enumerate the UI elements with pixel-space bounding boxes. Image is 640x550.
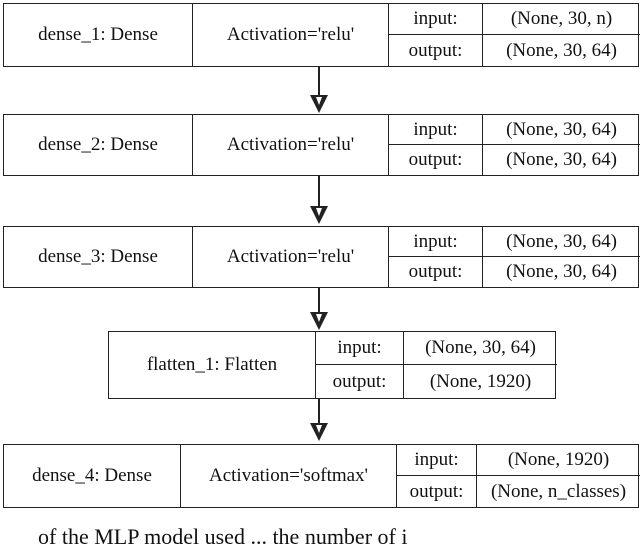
layer-box-dense-1: dense_1: Dense Activation='relu' input: … [3, 3, 640, 67]
output-shape: (None, 30, 64) [482, 35, 640, 66]
input-label: input: [315, 332, 403, 365]
input-label: input: [396, 445, 476, 476]
layer-name: dense_4: Dense [32, 465, 152, 486]
layer-name: dense_2: Dense [38, 134, 158, 155]
caption-fragment: of the MLP model used ... the number of … [38, 524, 408, 549]
layer-box-flatten-1: flatten_1: Flatten input: (None, 30, 64)… [108, 331, 557, 399]
input-label: input: [388, 4, 482, 35]
layer-activation: Activation='relu' [192, 4, 388, 66]
layer-activation: Activation='relu' [192, 115, 388, 175]
input-label: input: [388, 227, 482, 257]
output-label: output: [388, 257, 482, 287]
input-shape: (None, 30, n) [482, 4, 640, 35]
input-label: input: [388, 115, 482, 145]
input-shape: (None, 1920) [476, 445, 640, 476]
layer-box-dense-3: dense_3: Dense Activation='relu' input: … [3, 226, 640, 288]
layer-name: flatten_1: Flatten [146, 354, 278, 375]
output-label: output: [315, 365, 403, 398]
output-label: output: [388, 35, 482, 66]
output-shape: (None, 30, 64) [482, 257, 640, 287]
input-shape: (None, 30, 64) [482, 227, 640, 257]
layer-name: dense_1: Dense [38, 24, 158, 45]
output-shape: (None, 30, 64) [482, 145, 640, 175]
output-label: output: [396, 476, 476, 507]
layer-activation: Activation='relu' [192, 227, 388, 287]
output-label: output: [388, 145, 482, 175]
layer-activation: Activation='softmax' [180, 445, 396, 507]
output-shape: (None, n_classes) [476, 476, 640, 507]
output-shape: (None, 1920) [403, 365, 557, 398]
layer-name: dense_3: Dense [38, 246, 158, 267]
input-shape: (None, 30, 64) [403, 332, 557, 365]
layer-box-dense-4: dense_4: Dense Activation='softmax' inpu… [3, 444, 640, 508]
layer-box-dense-2: dense_2: Dense Activation='relu' input: … [3, 114, 640, 176]
input-shape: (None, 30, 64) [482, 115, 640, 145]
